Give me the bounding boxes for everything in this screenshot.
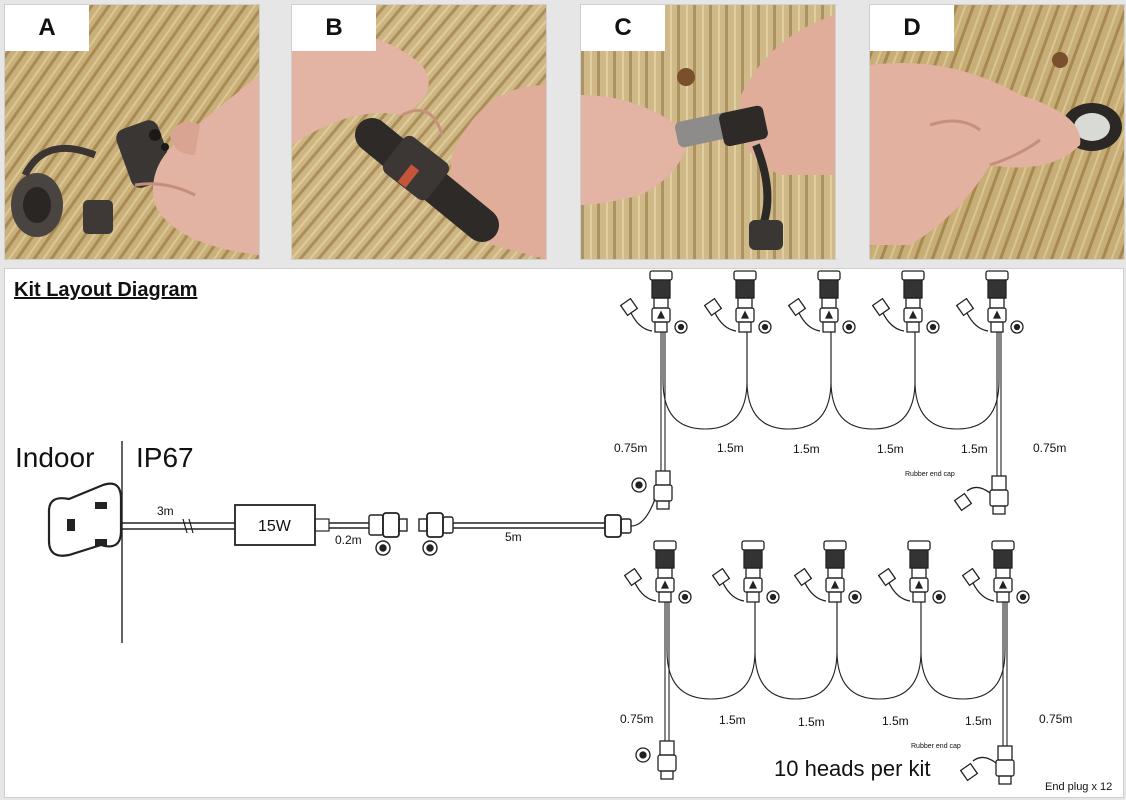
lower-run-lead-right-connector xyxy=(959,745,1015,785)
photo-step-c: C xyxy=(580,4,836,260)
upper-segment-label-1: 1.5m xyxy=(717,441,744,455)
heads-per-kit-note: 10 heads per kit xyxy=(774,756,931,781)
upper-run-lead-right-connector xyxy=(953,475,1009,515)
transformer-label: 15W xyxy=(258,518,292,535)
uk-plug-icon xyxy=(47,482,123,557)
upper-run-head-4 xyxy=(871,270,940,334)
lower-segment-label-4: 1.5m xyxy=(965,714,992,728)
lower-lead-left-label: 0.75m xyxy=(620,712,653,726)
upper-lead-left-label: 0.75m xyxy=(614,441,647,455)
upper-run-head-2 xyxy=(703,270,772,334)
zone-outdoor-label: IP67 xyxy=(136,442,194,473)
upper-run-head-3 xyxy=(787,270,856,334)
lower-run-head-4 xyxy=(877,540,946,604)
step-label-b: B xyxy=(292,5,376,51)
photo-d-scene xyxy=(870,5,1124,259)
end-plug-icon xyxy=(375,540,438,556)
photo-step-a: A xyxy=(4,4,260,260)
lower-run-cable xyxy=(664,602,1008,746)
upper-end-cap-label: Rubber end cap xyxy=(905,471,955,478)
upper-run-head-1 xyxy=(619,270,688,334)
upper-lead-right-label: 0.75m xyxy=(1033,441,1066,455)
kit-layout-panel: Kit Layout Diagram Indoor IP67 3m 15W 0.… xyxy=(4,268,1124,798)
cable-plug-label: 3m xyxy=(157,504,174,518)
end-plug-note: End plug x 12 xyxy=(1045,781,1112,793)
upper-run-head-5 xyxy=(955,270,1024,334)
lower-segment-label-1: 1.5m xyxy=(719,713,746,727)
cable-transformer-label: 0.2m xyxy=(335,533,362,547)
lower-end-cap-label: Rubber end cap xyxy=(911,743,961,750)
lower-lead-right-label: 0.75m xyxy=(1039,712,1072,726)
zone-indoor-label: Indoor xyxy=(15,442,94,473)
upper-segment-label-4: 1.5m xyxy=(961,442,988,456)
photo-a-scene xyxy=(5,5,259,259)
step-label-c: C xyxy=(581,5,665,51)
lower-run-head-3 xyxy=(793,540,862,604)
upper-segment-label-3: 1.5m xyxy=(877,442,904,456)
cable-main-label: 5m xyxy=(505,530,522,544)
lower-run-head-5 xyxy=(961,540,1030,604)
photo-step-d: D xyxy=(869,4,1125,260)
upper-run-lead-left-connector xyxy=(631,470,673,510)
photo-step-b: B xyxy=(291,4,547,260)
connector-pair xyxy=(368,512,454,538)
upper-segment-label-2: 1.5m xyxy=(793,442,820,456)
lower-segment-label-2: 1.5m xyxy=(798,715,825,729)
lower-segment-label-3: 1.5m xyxy=(882,714,909,728)
step-label-d: D xyxy=(870,5,954,51)
kit-layout-diagram: Kit Layout Diagram Indoor IP67 3m 15W 0.… xyxy=(14,270,1112,793)
step-label-a: A xyxy=(5,5,89,51)
diagram-title: Kit Layout Diagram xyxy=(14,279,197,301)
lower-run-head-2 xyxy=(711,540,780,604)
lower-run-head-1 xyxy=(623,540,692,604)
upper-run-cable xyxy=(660,332,1002,476)
lower-run-lead-left-connector xyxy=(635,740,677,780)
